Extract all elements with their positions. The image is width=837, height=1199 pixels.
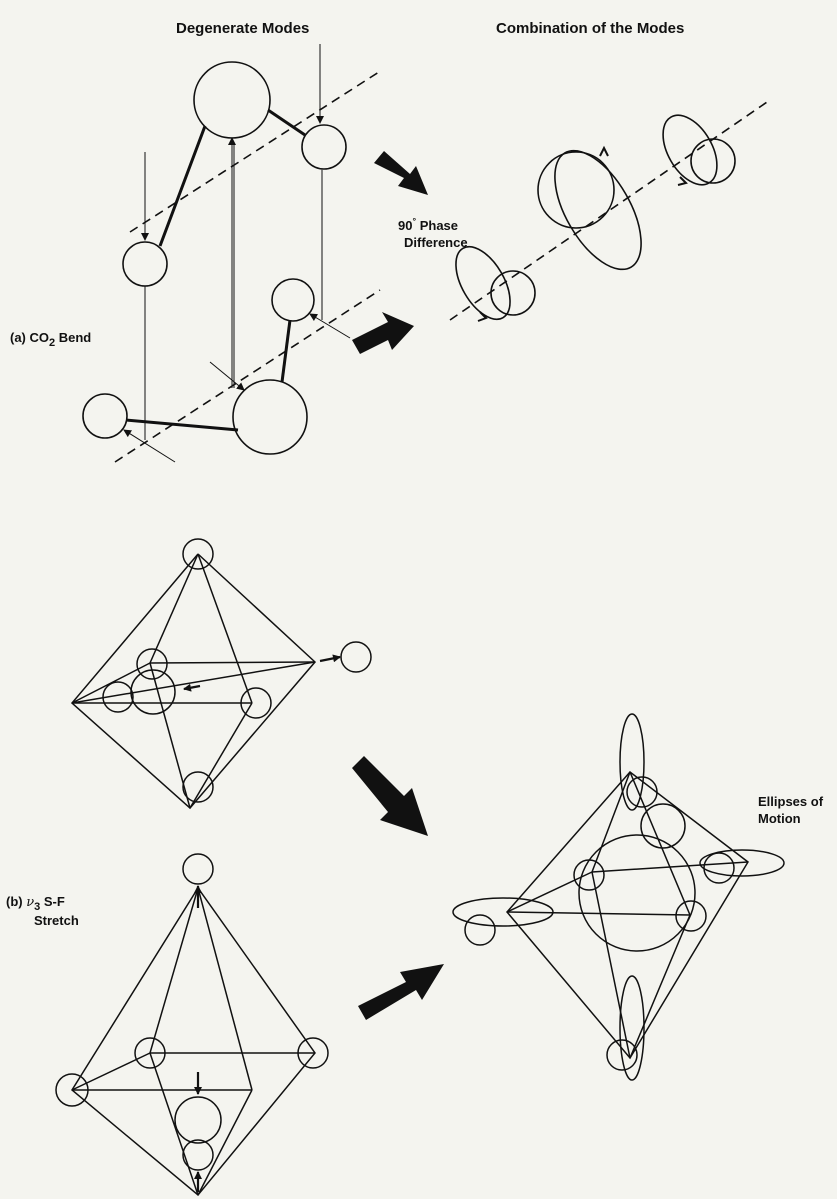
bond-upper-right: [267, 108, 306, 137]
combine-arrow-upper: [374, 151, 428, 195]
motion-ellipse-left: [455, 246, 511, 320]
header-combination-modes: Combination of the Modes: [496, 20, 685, 37]
co2-mode-lower: [82, 278, 381, 463]
oxygen-atom-combined-right: [690, 138, 736, 184]
sf6-mode-upper: [70, 538, 372, 810]
displacement-arrow: [209, 361, 245, 391]
stretch-word: Stretch: [34, 913, 79, 928]
motion-ellipse-left: [452, 897, 554, 927]
bond-lower-left: [125, 418, 239, 432]
mode-connectors: [144, 137, 323, 440]
co2-combination: [449, 99, 771, 322]
sf-prefix: (b): [6, 894, 23, 909]
sf-stretch-label: (b) ν3 S-F Stretch: [6, 893, 79, 930]
difference-word: Difference: [404, 235, 468, 250]
ellipses-line2: Motion: [758, 811, 801, 826]
sf6-combination: [452, 713, 785, 1081]
sf-text: S-F: [43, 894, 65, 909]
combine-arrow-upper-b: [352, 756, 428, 836]
oxygen-atom-combined-left: [490, 270, 536, 316]
oxygen-atom-lower-right: [271, 278, 315, 322]
carbon-atom-lower: [232, 379, 308, 455]
motion-ellipse-right: [662, 114, 718, 186]
displacement-arrow: [123, 429, 176, 463]
co2-suffix: Bend: [58, 330, 92, 345]
header-degenerate-modes: Degenerate Modes: [176, 20, 310, 37]
co2-prefix: (a) CO: [10, 330, 49, 345]
molecular-axis-upper: [129, 69, 383, 233]
bond-upper-left: [158, 125, 207, 247]
motion-ellipse-top: [619, 713, 645, 811]
ellipses-of-motion-label: Ellipses of Motion: [758, 793, 823, 827]
combine-arrows: [352, 151, 444, 1020]
phase-number: 90: [398, 218, 413, 233]
co2-subscript: 2: [49, 337, 56, 349]
oxygen-atom-lower-left: [82, 393, 128, 439]
molecular-axis-lower: [114, 289, 381, 463]
degree-sign: °: [412, 216, 417, 226]
displacement-arrow: [309, 313, 351, 339]
oxygen-atom-upper-left: [122, 241, 168, 287]
bond-lower-right: [280, 319, 292, 383]
combine-arrow-lower-b: [358, 964, 444, 1020]
nu-subscript: 3: [34, 901, 41, 913]
molecular-axis-combined: [449, 99, 771, 321]
sf6-mode-lower: [55, 853, 329, 1197]
motion-ellipse-right: [699, 849, 785, 877]
oxygen-atom-upper-right: [301, 124, 347, 170]
phase-difference-label: 90° Phase Difference: [398, 216, 468, 251]
motion-ellipse-bottom: [619, 975, 645, 1081]
co2-bend-label: (a) CO2 Bend: [10, 330, 92, 349]
phase-word: Phase: [419, 218, 459, 233]
carbon-atom-combined: [537, 151, 615, 229]
combine-arrow-lower: [352, 312, 414, 354]
ellipses-line1: Ellipses of: [758, 794, 824, 809]
nu-symbol: ν: [26, 895, 35, 910]
co2-mode-upper: [122, 44, 383, 287]
